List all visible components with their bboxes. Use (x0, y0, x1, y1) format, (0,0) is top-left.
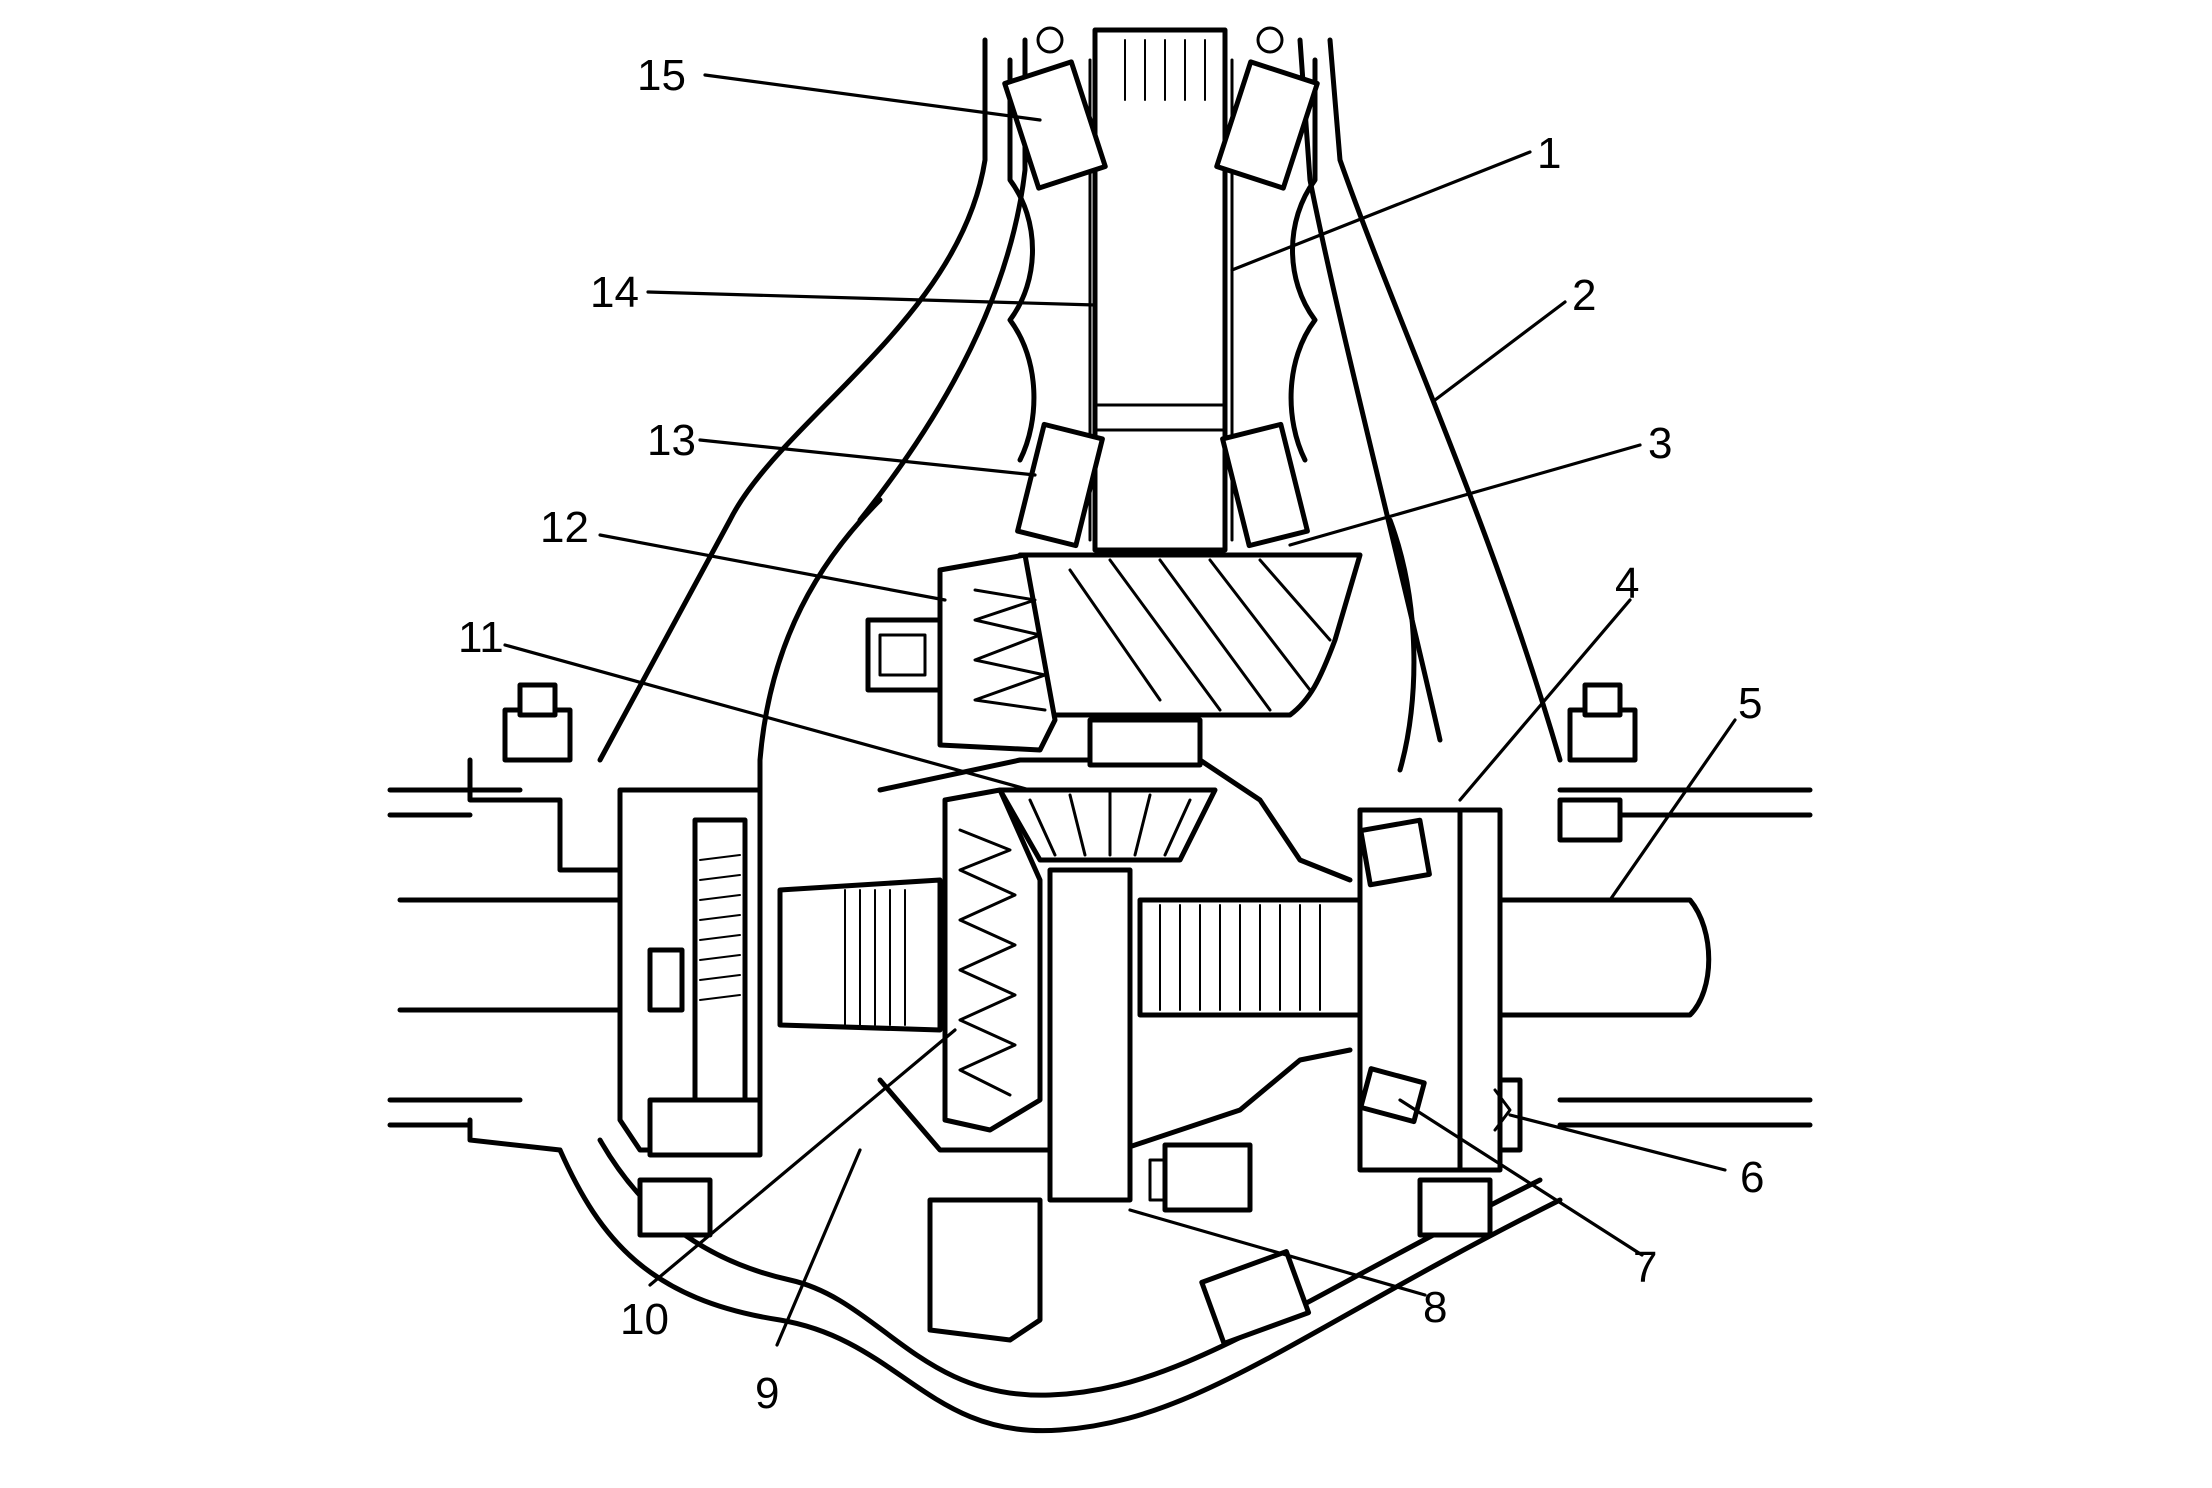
drawing-artwork (387, 26, 1813, 1434)
leader-11 (503, 643, 1032, 792)
callout-13: 13 (647, 416, 696, 465)
leader-14 (646, 290, 1097, 307)
outer-pinion-bearing (1002, 26, 1320, 191)
bearing-shim (1457, 807, 1503, 1173)
callout-1: 1 (1537, 129, 1561, 178)
leader-5 (1608, 718, 1737, 902)
pinion-shaft (1092, 27, 1228, 553)
left-bearing-cap (617, 787, 763, 1238)
pinion-cross-shaft (1047, 867, 1253, 1213)
callout-6: 6 (1740, 1153, 1764, 1202)
callout-12: 12 (540, 503, 589, 552)
housing-bolts (502, 682, 1638, 1346)
left-axle-shaft (777, 877, 943, 1033)
callout-4: 4 (1615, 559, 1639, 608)
differential-case (877, 717, 1353, 1343)
leader-9 (775, 1148, 862, 1347)
leader-lines (503, 73, 1737, 1347)
callout-10: 10 (620, 1295, 669, 1344)
callout-2: 2 (1572, 271, 1596, 320)
callout-9: 9 (755, 1369, 779, 1418)
leader-13 (698, 438, 1037, 477)
leader-4 (1458, 598, 1632, 802)
drive-pinion-gear (1017, 552, 1363, 718)
inner-pinion-bearing (1015, 421, 1310, 549)
callout-5: 5 (1738, 679, 1762, 728)
leader-15 (703, 73, 1042, 122)
leader-12 (598, 533, 947, 602)
callout-7: 7 (1633, 1243, 1657, 1292)
differential-pinion-gear (997, 787, 1218, 863)
leader-7 (1398, 1098, 1644, 1257)
ring-gear (865, 552, 1058, 753)
side-gear (942, 787, 1043, 1133)
leader-2 (1433, 300, 1567, 402)
leader-8 (1128, 1208, 1427, 1297)
callout-14: 14 (590, 268, 639, 317)
leader-6 (1508, 1113, 1727, 1172)
leader-10 (648, 1028, 957, 1287)
callout-3: 3 (1648, 419, 1672, 468)
callout-8: 8 (1423, 1283, 1447, 1332)
callout-11: 11 (458, 613, 504, 662)
leader-3 (1288, 443, 1642, 547)
carrier-housing (467, 37, 1563, 1434)
callout-labels: 1 2 3 4 5 6 7 8 9 10 11 12 13 14 15 (458, 51, 1764, 1418)
callout-15: 15 (637, 51, 686, 100)
leader-1 (1230, 150, 1532, 272)
